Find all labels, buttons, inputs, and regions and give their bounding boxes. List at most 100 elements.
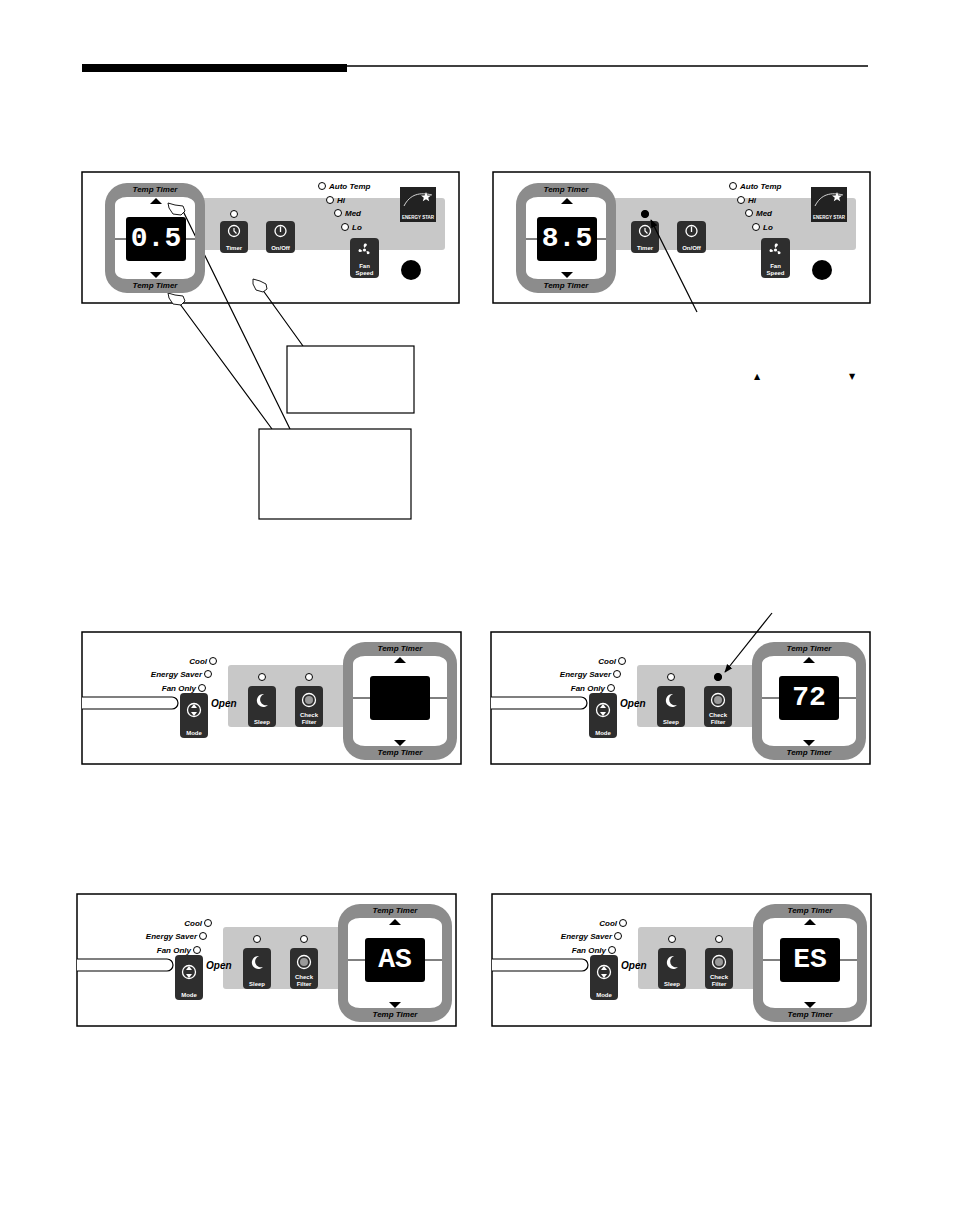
indicator-label: Fan Only xyxy=(162,684,196,693)
control-button: Mode xyxy=(589,693,617,738)
pointer-arrow xyxy=(725,613,772,672)
button-label: Check Filter xyxy=(705,974,733,987)
indicator-label: Hi xyxy=(748,196,756,205)
bottom-panel-4 xyxy=(492,894,871,1026)
indicator-label: Energy Saver xyxy=(561,932,612,941)
control-button: Sleep xyxy=(658,948,686,989)
open-label: Open xyxy=(211,698,237,709)
lit-led xyxy=(642,211,649,218)
control-button: Check Filter xyxy=(290,948,318,989)
arrow-glyph: ▲ xyxy=(754,372,760,381)
button-label: Check Filter xyxy=(295,712,323,725)
blank-display xyxy=(370,676,430,720)
lit-led xyxy=(715,674,722,681)
temp-timer-frame: Temp TimerTemp TimerAS xyxy=(338,904,452,1022)
header-bar xyxy=(82,64,347,72)
button-label: Fan Speed xyxy=(761,263,790,276)
control-button: Mode xyxy=(175,955,203,1000)
pointing-hand xyxy=(253,279,267,292)
pointing-hand xyxy=(168,293,185,305)
frame-label: Temp Timer xyxy=(763,1010,857,1020)
open-label: Open xyxy=(620,698,646,709)
control-button: Check Filter xyxy=(295,686,323,727)
control-button: Timer xyxy=(631,221,659,253)
indicator-label: Fan Only xyxy=(572,946,606,955)
control-button: Check Filter xyxy=(705,948,733,989)
control-button: Fan Speed xyxy=(350,238,379,278)
button-label: On/Off xyxy=(266,245,295,251)
button-label: Sleep xyxy=(243,981,271,987)
top-panel-2 xyxy=(493,172,870,303)
frame-label: Temp Timer xyxy=(353,644,447,654)
display-readout: 0.5 xyxy=(131,225,181,253)
digital-display: 72 xyxy=(779,676,839,720)
bottom-panel-1 xyxy=(82,632,461,764)
indicator-label: Energy Saver xyxy=(146,932,197,941)
indicator-label: Cool xyxy=(599,919,617,928)
temp-timer-frame: Temp TimerTemp Timer72 xyxy=(752,642,866,760)
control-button: Sleep xyxy=(248,686,276,727)
pointer-arrow xyxy=(651,220,697,312)
indicator-label: Lo xyxy=(352,223,362,232)
frame-label: Temp Timer xyxy=(115,281,195,291)
open-label: Open xyxy=(206,960,232,971)
frame-label: Temp Timer xyxy=(348,1010,442,1020)
header-rule xyxy=(82,65,868,67)
indicator-label: Energy Saver xyxy=(151,670,202,679)
button-label: On/Off xyxy=(677,245,706,251)
control-button: Mode xyxy=(590,955,618,1000)
display-readout: 72 xyxy=(792,684,826,712)
temp-timer-frame: Temp TimerTemp Timer0.5 xyxy=(105,183,205,293)
button-label: Timer xyxy=(631,245,659,251)
callout-box xyxy=(259,429,411,519)
frame-label: Temp Timer xyxy=(353,748,447,758)
indicator-label: Med xyxy=(345,209,361,218)
indicator-label: Auto Temp xyxy=(740,182,781,191)
bottom-panel-3 xyxy=(77,894,456,1026)
indicator-label: Cool xyxy=(598,657,616,666)
button-label: Timer xyxy=(220,245,248,251)
button-label: Mode xyxy=(175,992,203,998)
frame-label: Temp Timer xyxy=(115,185,195,195)
digital-display: AS xyxy=(365,938,425,982)
display-readout: 8.5 xyxy=(542,225,592,253)
indicator-label: Med xyxy=(756,209,772,218)
button-label: Sleep xyxy=(657,719,685,725)
control-button: Timer xyxy=(220,221,248,253)
button-label: Sleep xyxy=(658,981,686,987)
frame-label: Temp Timer xyxy=(348,906,442,916)
frame-label: Temp Timer xyxy=(526,185,606,195)
button-label: Fan Speed xyxy=(350,263,379,276)
frame-label: Temp Timer xyxy=(762,644,856,654)
button-label: Mode xyxy=(180,730,208,736)
indicator-label: Cool xyxy=(184,919,202,928)
button-label: Sleep xyxy=(248,719,276,725)
frame-label: Temp Timer xyxy=(762,748,856,758)
control-button: Sleep xyxy=(243,948,271,989)
control-button: Sleep xyxy=(657,686,685,727)
arrow-glyph: ▼ xyxy=(849,372,855,381)
indicator-label: Cool xyxy=(189,657,207,666)
button-label: Mode xyxy=(590,992,618,998)
logo-text: ENERGY STAR xyxy=(402,215,434,220)
logo-text: ENERGY STAR xyxy=(813,215,845,220)
button-label: Check Filter xyxy=(290,974,318,987)
indicator-label: Hi xyxy=(337,196,345,205)
digital-display: 8.5 xyxy=(537,217,597,261)
indicator-label: Auto Temp xyxy=(329,182,370,191)
digital-display: 0.5 xyxy=(126,217,186,261)
callout-box xyxy=(287,346,414,413)
indicator-label: Energy Saver xyxy=(560,670,611,679)
button-label: Mode xyxy=(589,730,617,736)
indicator-label: Fan Only xyxy=(571,684,605,693)
temp-timer-frame: Temp TimerTemp Timer xyxy=(343,642,457,760)
pointing-hand xyxy=(168,203,185,215)
control-button: On/Off xyxy=(677,221,706,253)
display-readout: ES xyxy=(793,946,827,974)
open-label: Open xyxy=(621,960,647,971)
temp-timer-frame: Temp TimerTemp Timer8.5 xyxy=(516,183,616,293)
control-button: On/Off xyxy=(266,221,295,253)
control-button: Mode xyxy=(180,693,208,738)
